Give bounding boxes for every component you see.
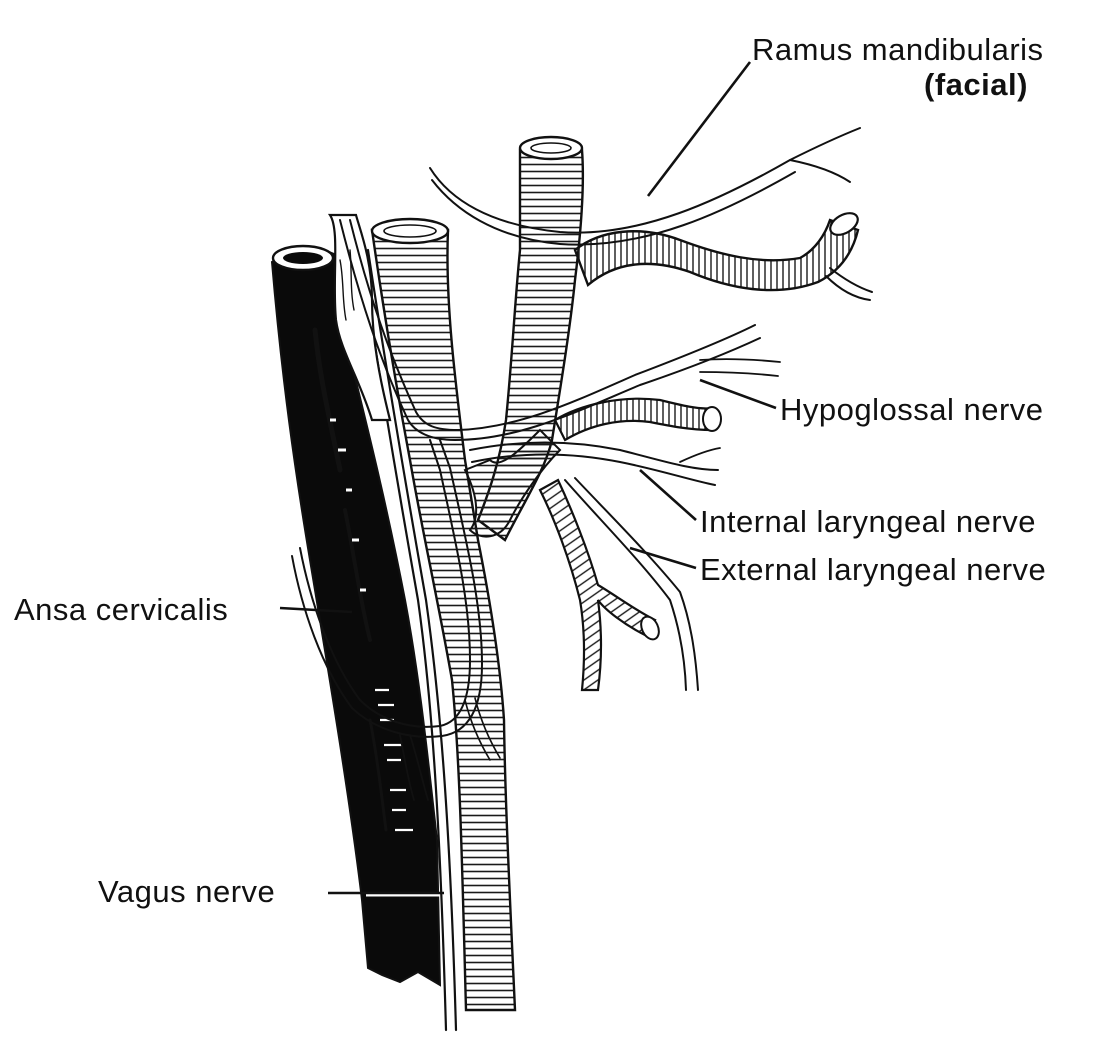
- carotid-cut-end: [370, 217, 450, 245]
- leader-hypoglossal: [699, 378, 777, 410]
- nerve-sheath-top: [327, 213, 392, 422]
- leader-internal-laryngeal: [639, 469, 697, 521]
- leader-external-laryngeal: [629, 546, 697, 570]
- leader-ramus: [646, 61, 752, 197]
- labels: Ramus mandibularis (facial) Hypoglossal …: [14, 32, 1046, 909]
- superior-thyroid-artery: [538, 478, 660, 692]
- carotid-bifurcation: [463, 428, 562, 538]
- external-carotid-cut-end: [518, 135, 584, 161]
- external-laryngeal-nerve: [564, 477, 699, 691]
- lingual-artery: [553, 397, 722, 442]
- hypoglossal-nerve: [339, 219, 781, 441]
- label-vagus-nerve: Vagus nerve: [98, 874, 275, 909]
- label-internal-laryngeal-nerve: Internal laryngeal nerve: [700, 504, 1036, 539]
- label-ramus-facial: (facial): [924, 67, 1028, 102]
- leader-ansa: [279, 606, 353, 614]
- external-carotid-artery: [476, 135, 585, 542]
- ramus-mandibularis-nerve: [429, 127, 861, 246]
- label-external-laryngeal-nerve: External laryngeal nerve: [700, 552, 1046, 587]
- ansa-cervicalis-nerve: [291, 439, 501, 801]
- label-ramus-mandibularis: Ramus mandibularis: [752, 32, 1044, 67]
- internal-laryngeal-nerve: [469, 441, 721, 486]
- label-ansa-cervicalis: Ansa cervicalis: [14, 592, 228, 627]
- label-hypoglossal-nerve: Hypoglossal nerve: [780, 392, 1044, 427]
- leader-lines: [279, 61, 777, 895]
- facial-artery: [573, 212, 873, 301]
- common-carotid-artery: [370, 217, 517, 1012]
